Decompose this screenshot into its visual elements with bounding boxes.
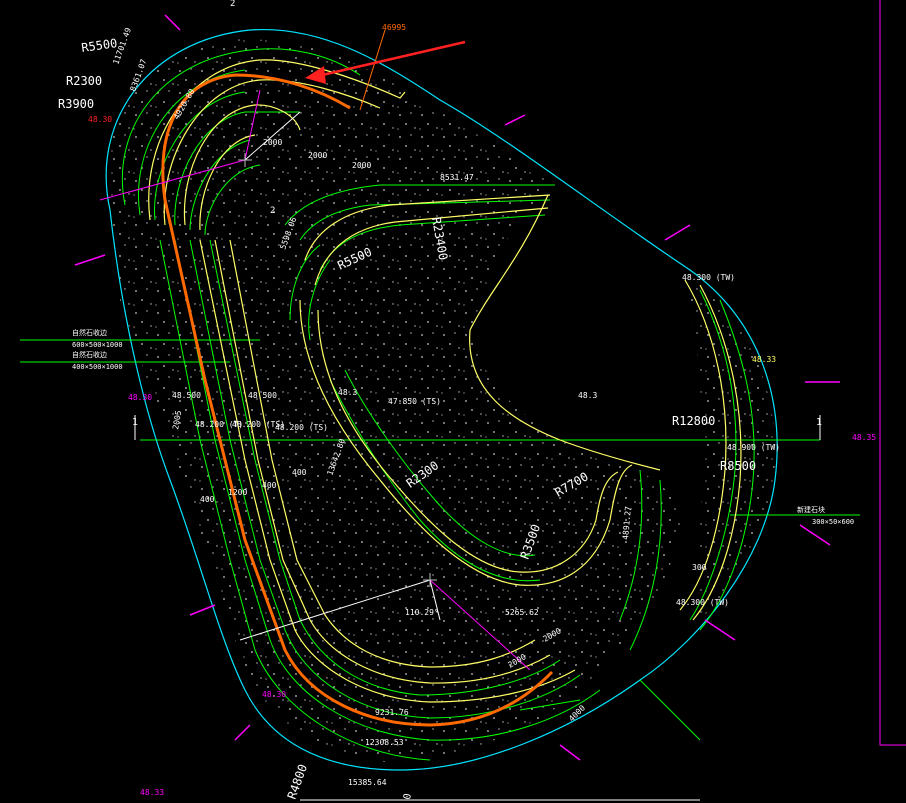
red-arrow [305,40,466,84]
d-400b: 400 [262,481,277,490]
d-5265: 5265.62 [505,608,539,617]
note-left-4: 400×500×1000 [72,363,123,371]
label-r8500: R8500 [720,459,756,473]
d-400c: 400 [292,468,307,477]
section-1-left: 1 [132,417,138,428]
note-right-2: 300×50×600 [812,518,854,526]
el-48-200-a: 48.200 (T) [195,420,243,429]
d-400: 400 [200,495,215,504]
el-48-30-top: 48.30 [88,115,112,124]
dim-6995: 46995 [382,23,406,32]
label-r12800: R12800 [672,414,715,428]
d-4891: 4891.27 [621,506,633,541]
el-48-30-bottom: 48.30 [262,690,286,699]
el-48-200-c: 48.200 (TS) [275,423,328,432]
el-48-500-b: 48.500 [248,391,277,400]
note-left-3: 自然石收边 [72,350,107,359]
d-1200: 1200 [228,488,247,497]
el-48-30-left: 48.30 [128,393,152,402]
label-r2300: R2300 [66,74,102,88]
dim-2-mid: 2 [270,206,275,216]
construction-lines [99,0,906,801]
el-48-33-bottom: 48.33 [140,788,164,797]
el-48-500-a: 48.500 [172,391,201,400]
el-48-3b: 48.3 [338,388,357,397]
el-48-300-tw2: 48.300 (TW) [676,598,729,607]
d-2005: 2005 [171,410,183,431]
d-12308: 12308.53 [365,738,404,747]
d-15385: 15385.64 [348,778,387,787]
dim-2000-b: 2000 [308,151,327,160]
dim-8531: 8531.47 [440,173,474,182]
hatch-area-right [685,280,776,620]
section-1-right: 1 [816,417,822,428]
el-48-300-tw: 48.300 (TW) [682,273,735,282]
d-0: 0 [402,793,414,801]
note-left-1: 自然石收边 [72,328,107,337]
dim-2-top: 2 [230,0,235,9]
center-marks [238,153,437,587]
el-48-200-b: 48.200 (TS) [232,420,285,429]
d-300: 300 [692,563,707,572]
el-48-3: 48.3 [578,391,597,400]
note-left-2: 600×500×1000 [72,341,123,349]
d-9231: 9231.76 [375,708,409,717]
el-48-900-tw: 48.900 (TW) [727,443,780,452]
label-r5500-top: R5500 [80,36,118,55]
centerline-orange [161,73,554,727]
note-right-1: 新建石块 [797,505,825,514]
green-lines [20,48,860,761]
el-48-35: 48.35 [852,433,876,442]
label-r3900: R3900 [58,97,94,111]
el-47-850: 47.850 (TS) [388,397,441,406]
d-110: 110.29° [405,608,439,617]
dim-2000-c: 2000 [352,161,371,170]
outer-boundary [105,28,778,771]
dim-2000-a: 2000 [263,138,282,147]
el-48-33-right: 48.33 [752,355,776,364]
magenta-markers [74,14,840,761]
